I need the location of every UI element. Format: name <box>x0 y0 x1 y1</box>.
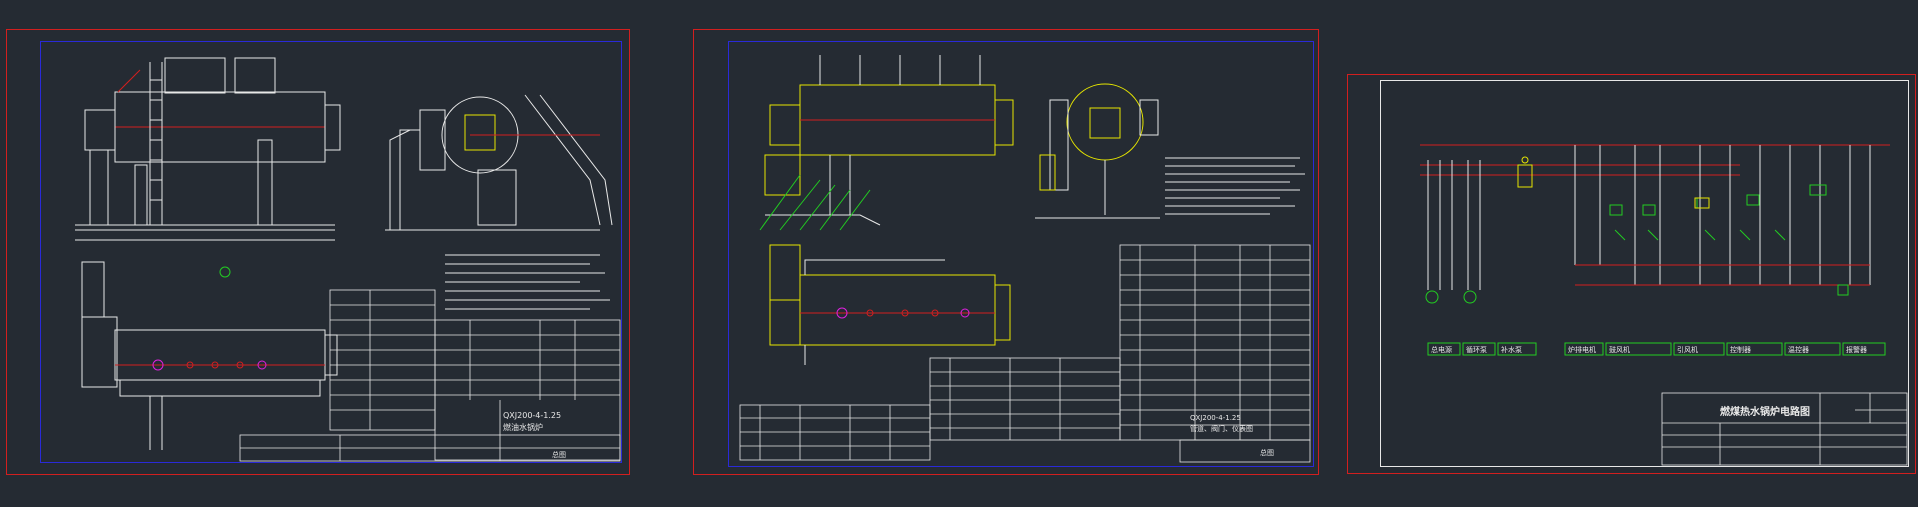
piping-plan-view <box>769 244 1011 365</box>
piping-side-view <box>759 55 1014 231</box>
sheet2-figure-no: 总图 <box>1260 448 1274 457</box>
boiler-side-view <box>75 57 341 241</box>
circuit-section-label: 报警器 <box>1846 345 1867 354</box>
sheet1-subtitle: 燃油水锅炉 <box>503 422 543 432</box>
sheet2-model: QXJ200-4-1.25 <box>1190 414 1241 422</box>
sheet1-model: QXJ200-4-1.25 <box>503 411 561 420</box>
circuit-power-section <box>1420 144 1890 304</box>
sheet1-tables <box>239 289 621 462</box>
drawing-frame-2 <box>728 41 1314 467</box>
sheet3-title: 燃煤热水锅炉电路图 <box>1720 405 1810 418</box>
boiler-plan-view <box>81 261 338 450</box>
circuit-section-label: 总电源 <box>1431 345 1452 354</box>
piping-end-view <box>1035 83 1160 219</box>
drawing-sheet-2 <box>693 29 1319 475</box>
drawing-frame-3 <box>1380 80 1909 467</box>
circuit-section-label: 循环泵 <box>1466 345 1487 354</box>
sheet1-figure-no: 总图 <box>552 450 566 459</box>
sheet3-title-block <box>1661 392 1908 466</box>
circuit-section-label: 控制器 <box>1730 345 1751 354</box>
circuit-section-label: 温控器 <box>1788 345 1809 354</box>
sheet1-notes <box>445 254 610 310</box>
circuit-section-label: 鼓风机 <box>1609 345 1630 354</box>
sheet2-tables <box>739 244 1311 463</box>
circuit-section-label: 炉排电机 <box>1568 345 1596 354</box>
circuit-section-label: 引风机 <box>1677 345 1698 354</box>
drawing-sheet-1 <box>6 29 630 475</box>
circuit-section-label: 补水泵 <box>1501 345 1522 354</box>
circuit-legend-boxes <box>1427 342 1886 356</box>
sheet2-notes <box>1165 157 1305 215</box>
sheet2-subtitle: 管道、阀门、仪表图 <box>1190 424 1253 433</box>
drawing-sheet-3 <box>1347 74 1916 474</box>
drawing-frame-1 <box>40 41 622 463</box>
circuit-control-section <box>1574 145 1871 296</box>
boiler-end-view <box>385 94 613 231</box>
